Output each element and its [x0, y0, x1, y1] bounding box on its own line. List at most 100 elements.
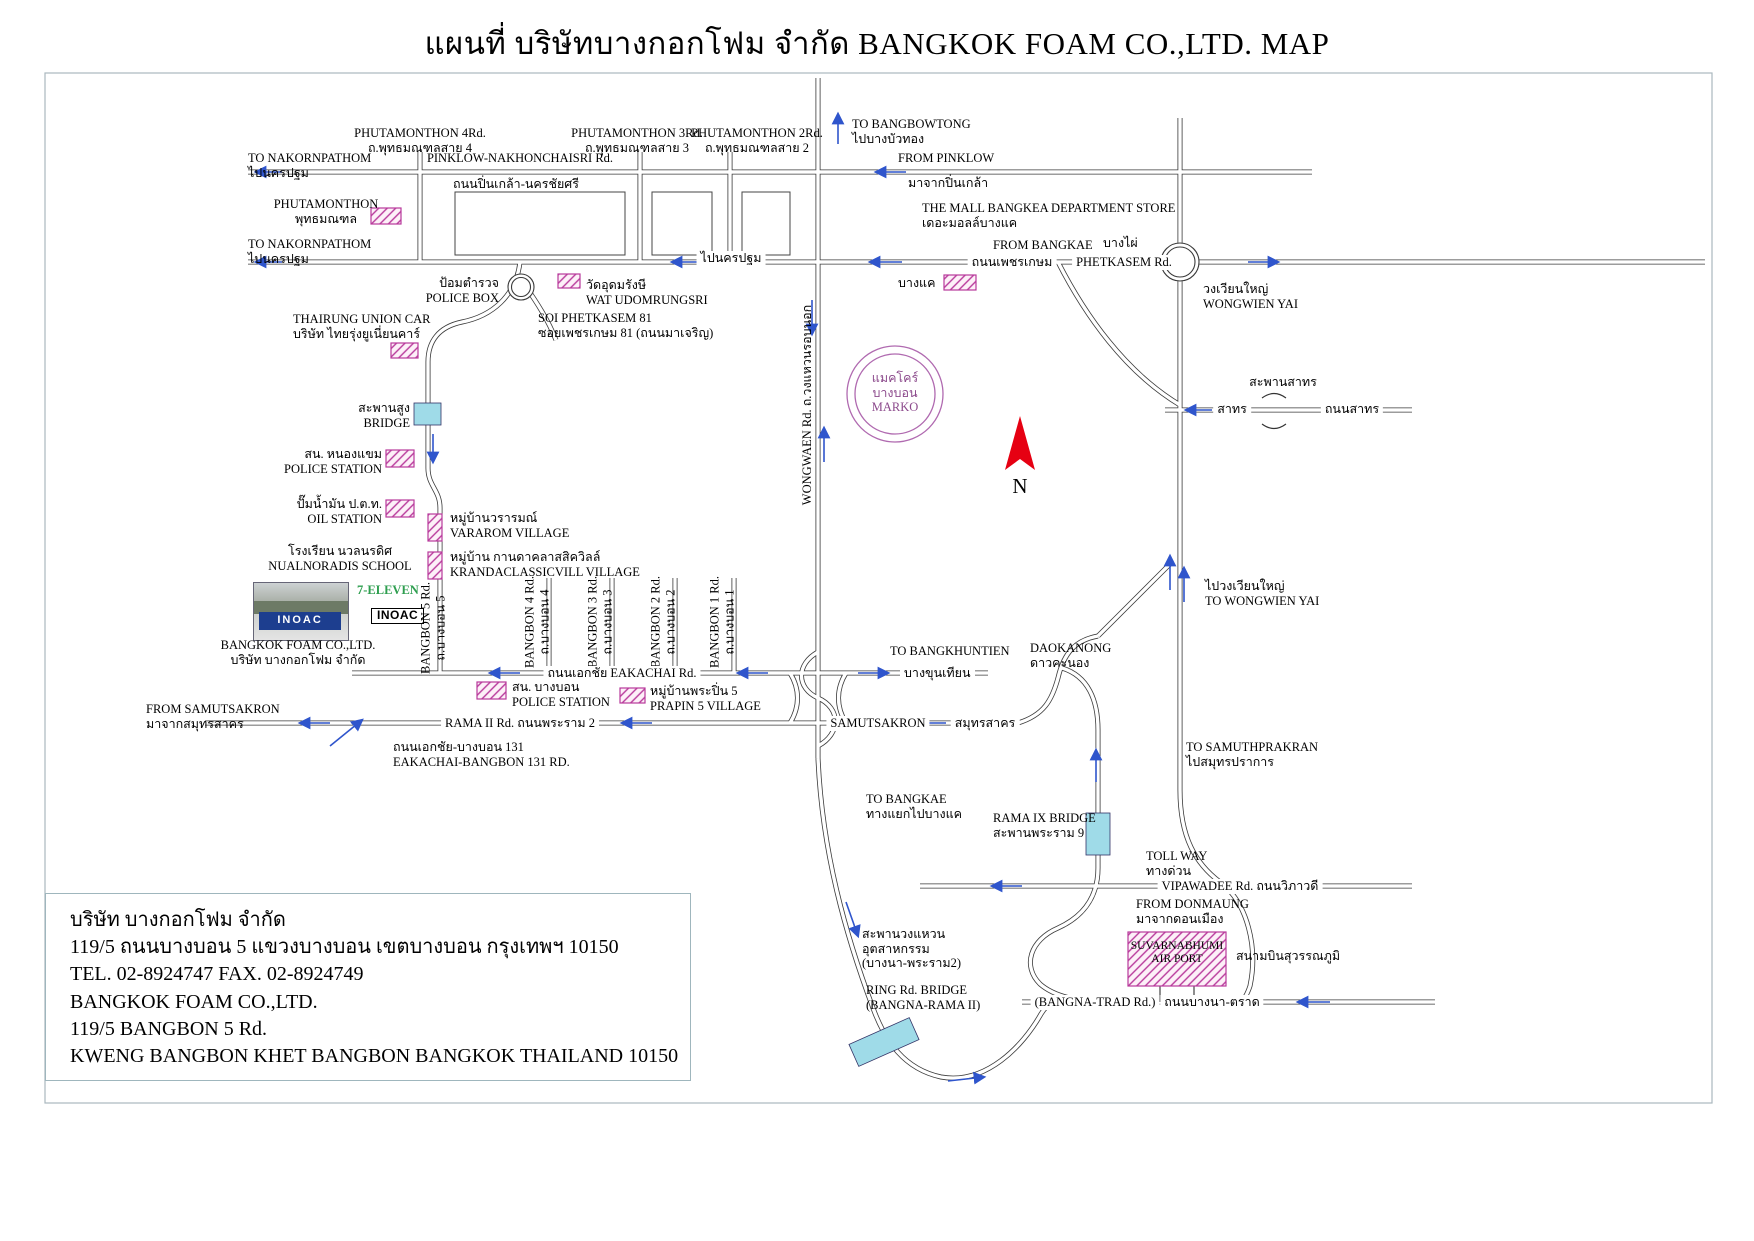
label-bangbon-3-rd: BANGBON 3 Rd.ถ.บางบอน 3 — [585, 575, 615, 669]
label-samutsakron-thai: สมุทรสาคร — [950, 716, 1020, 731]
map-border — [44, 72, 1713, 1104]
label-seven-eleven: 7-ELEVEN — [357, 583, 419, 597]
address-line: 119/5 ถนนบางบอน 5 แขวงบางบอน เขตบางบอน ก… — [70, 936, 619, 959]
label-phutamonthon-4-rd: PHUTAMONTHON 4Rd.ถ.พุทธมณฑลสาย 4 — [354, 126, 486, 155]
inoac-sign: INOAC — [258, 611, 342, 630]
label-eakachai-rd: ถนนเอกชัย EAKACHAI Rd. — [543, 666, 701, 681]
police-box-junction — [507, 273, 535, 301]
label-phetkasem-thai: ถนนเพชรเกษม — [967, 255, 1057, 270]
label-ptt-oil-station: ปั๊มน้ำมัน ป.ต.ท.OIL STATION — [296, 497, 382, 526]
label-phutamonthon-3-rd: PHUTAMONTHON 3Rd.ถ.พุทธมณฑลสาย 3 — [571, 126, 703, 155]
landmark-wat-udomrungsri — [557, 273, 581, 289]
label-phutamonthon-2-rd: PHUTAMONTHON 2Rd.ถ.พุทธมณฑลสาย 2 — [691, 126, 823, 155]
label-bangkhuntien-thai: บางขุนเทียน — [900, 666, 975, 681]
landmarks — [370, 207, 1227, 987]
label-bangphai: บางไผ่ — [1103, 236, 1138, 250]
makro-circle — [846, 345, 944, 443]
landmark-phutamonthon — [370, 207, 402, 225]
bridge-saphan-sung — [413, 402, 442, 426]
label-wongwien-yai: วงเวียนใหญ่WONGWIEN YAI — [1203, 282, 1298, 311]
label-bangna-trad-thai: ถนนบางนา-ตราด — [1160, 995, 1264, 1010]
label-pinklow-nakhonchaisri-rd: PINKLOW-NAKHONCHAISRI Rd. — [426, 151, 614, 165]
label-samutsakron: SAMUTSAKRON — [826, 716, 930, 731]
landmark-vararom-village — [427, 513, 443, 542]
label-pinklow-thai: ถนนปิ่นเกล้า-นครชัยศรี — [453, 177, 579, 191]
label-saphan-sathorn: สะพานสาทร — [1249, 375, 1317, 389]
address-box: บริษัท บางกอกโฟม จำกัด 119/5 ถนนบางบอน 5 … — [45, 893, 691, 1081]
label-wat-udomrungsri: วัดอุดมรังษีWAT UDOMRUNGSRI — [586, 278, 708, 307]
label-vipawadee-rd: VIPAWADEE Rd. ถนนวิภาวดี — [1157, 879, 1323, 894]
label-north-n: N — [1012, 474, 1028, 498]
label-to-bangkhuntien: TO BANGKHUNTIEN — [890, 644, 1010, 658]
landmark-thairung-union-car — [390, 342, 419, 359]
label-from-pinklow-thai: มาจากปิ่นเกล้า — [908, 176, 989, 190]
label-sathorn: สาทร — [1213, 402, 1251, 417]
label-bangbon-5-rd: BANGBON 5 Rd.ถ.บางบอน 5 — [418, 581, 448, 675]
label-bangkok-foam-co: BANGKOK FOAM CO.,LTD.บริษัท บางกอกโฟม จำ… — [220, 638, 376, 667]
label-bangkae: บางแค — [898, 276, 936, 290]
label-suvarnabhumi-thai: สนามบินสุวรรณภูมิ — [1236, 949, 1341, 963]
address-line: BANGKOK FOAM CO.,LTD. — [70, 990, 318, 1013]
label-bangbon-4-rd: BANGBON 4 Rd.ถ.บางบอน 4 — [522, 575, 552, 669]
label-from-pinklow: FROM PINKLOW — [898, 151, 995, 165]
landmark-prapin-5-village — [619, 687, 646, 704]
landmark-bangbon-police — [476, 681, 507, 700]
label-bangbon-1-rd: BANGBON 1 Rd.ถ.บางบอน 1 — [707, 575, 737, 669]
city-blocks — [454, 191, 791, 256]
address-line: 119/5 BANGBON 5 Rd. — [70, 1017, 268, 1040]
north-arrow — [1005, 416, 1035, 470]
bridge-ring-road — [848, 1017, 920, 1067]
roundabout-wongwien-yai — [1160, 242, 1200, 282]
label-vararom-village: หมู่บ้านวรารมณ์VARAROM VILLAGE — [450, 511, 570, 540]
address-line: KWENG BANGBON KHET BANGBON BANGKOK THAIL… — [70, 1044, 679, 1067]
label-ring-bridge: RING Rd. BRIDGE(BANGNA-RAMA II) — [866, 983, 981, 1012]
landmark-nongkhaem-police — [385, 449, 415, 468]
label-inoac-tag: INOAC — [371, 608, 425, 624]
label-phetkasem-rd: PHETKASEM Rd. — [1072, 255, 1176, 270]
landmark-suvarnabhumi-airport — [1127, 931, 1227, 987]
sathorn-bridge-marks — [1261, 392, 1287, 430]
label-kranda-classic-ville: หมู่บ้าน กานดาคลาสสิควิลล์KRANDACLASSICV… — [450, 550, 640, 579]
landmark-ptt-oil-station — [385, 499, 415, 518]
label-from-bangkae: FROM BANGKAE — [993, 238, 1093, 252]
address-line: TEL. 02-8924747 FAX. 02-8924749 — [70, 963, 364, 986]
bangkok-foam-photo: INOAC — [253, 582, 349, 641]
label-sathorn-rd: ถนนสาทร — [1320, 402, 1384, 417]
label-wongwaen-rd: WONGWAEN Rd. ถ.วงแหวนรอบนอก — [799, 304, 814, 506]
bridge-rama-9 — [1085, 812, 1111, 856]
label-to-wongwien-yai: ไปวงเวียนใหญ่TO WONGWIEN YAI — [1205, 579, 1320, 608]
landmark-bangkae-mall — [943, 274, 977, 291]
page-title: แผนที่ บริษัทบางกอกโฟม จำกัด BANGKOK FOA… — [424, 26, 1330, 61]
label-pai-nakornpathom: ไปนครปฐม — [696, 251, 766, 266]
label-bangbon-2-rd: BANGBON 2 Rd.ถ.บางบอน 2 — [648, 575, 678, 669]
label-bangna-trad-rd: (BANGNA-TRAD Rd.) — [1030, 995, 1160, 1010]
label-rama-2-rd: RAMA II Rd. ถนนพระราม 2 — [441, 716, 599, 731]
address-line: บริษัท บางกอกโฟม จำกัด — [70, 909, 286, 931]
label-ring-bridge-thai: สะพานวงแหวนอุตสาหกรรม(บางนา-พระราม2) — [862, 927, 961, 970]
